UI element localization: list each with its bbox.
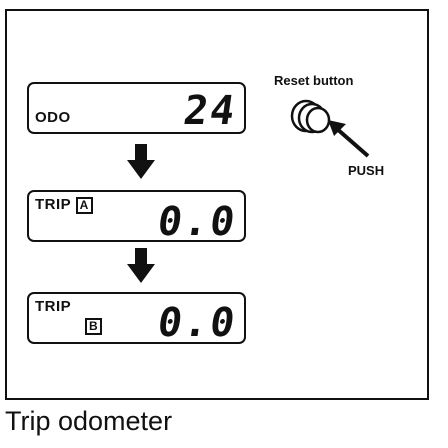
trip-a-label: TRIP A: [35, 196, 93, 214]
trip-b-display: TRIP B 0.0: [27, 292, 246, 346]
trip-b-text: TRIP: [35, 298, 72, 315]
trip-a-display: TRIP A 0.0: [27, 190, 246, 245]
trip-a-value: 0.0: [154, 199, 240, 245]
trip-a-letter: A: [75, 197, 93, 214]
odo-display: ODO 24: [27, 82, 246, 134]
reset-button-icon[interactable]: [286, 96, 346, 142]
reset-button-label: Reset button: [274, 73, 354, 88]
odo-value: 24: [180, 88, 240, 134]
down-arrow-icon: [127, 248, 155, 283]
figure-caption: Trip odometer: [5, 406, 173, 436]
push-label: PUSH: [348, 163, 385, 178]
odo-label: ODO: [35, 109, 71, 126]
push-arrow-icon: [328, 120, 370, 158]
diagram-frame: [5, 9, 429, 400]
trip-b-letter: B: [85, 318, 102, 335]
down-arrow-icon: [127, 144, 155, 179]
trip-a-text: TRIP: [35, 196, 71, 213]
trip-b-value: 0.0: [154, 300, 240, 346]
